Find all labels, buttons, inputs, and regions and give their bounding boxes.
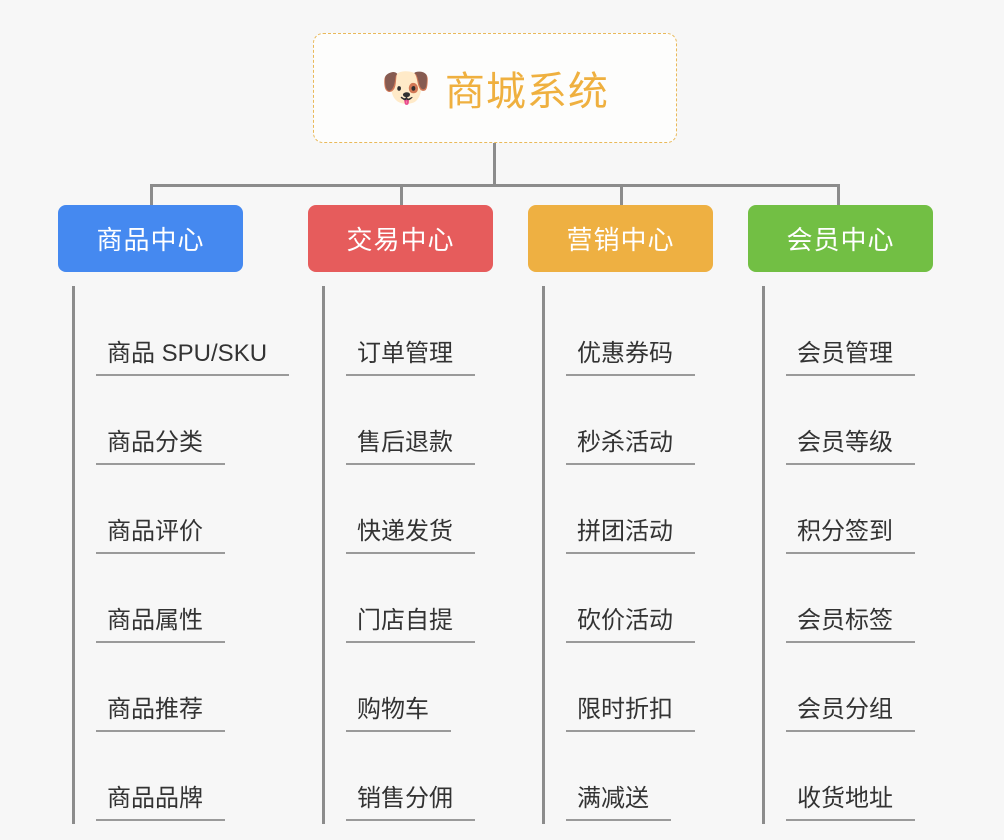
category-column-member-center: 会员中心 会员管理 会员等级 积分签到 会员标签 会员分组 收货地址 xyxy=(748,205,968,824)
root-node-title: 商城系统 xyxy=(444,70,609,114)
leaf-item-label: 会员标签 xyxy=(786,607,915,643)
connector-drop-trade-center xyxy=(400,184,403,207)
category-header-label: 商品中心 xyxy=(96,225,205,255)
leaf-item-label: 售后退款 xyxy=(346,429,475,465)
leaf-item[interactable]: 会员等级 xyxy=(765,379,968,468)
leaf-item-label: 积分签到 xyxy=(786,518,915,554)
leaf-item[interactable]: 商品推荐 xyxy=(75,646,308,735)
leaf-list-member-center: 会员管理 会员等级 积分签到 会员标签 会员分组 收货地址 xyxy=(762,286,968,824)
leaf-item-label: 收货地址 xyxy=(786,785,915,821)
leaf-item[interactable]: 会员管理 xyxy=(765,290,968,379)
leaf-item-label: 秒杀活动 xyxy=(566,429,695,465)
leaf-item-label: 商品评价 xyxy=(96,518,225,554)
leaf-item-label: 满减送 xyxy=(566,785,671,821)
leaf-item-label: 商品 SPU/SKU xyxy=(96,340,290,376)
leaf-item-label: 会员等级 xyxy=(786,429,915,465)
leaf-item-label: 商品属性 xyxy=(96,607,225,643)
leaf-item[interactable]: 积分签到 xyxy=(765,468,968,557)
leaf-list-marketing-center: 优惠券码 秒杀活动 拼团活动 砍价活动 限时折扣 满减送 xyxy=(542,286,748,824)
leaf-item-label: 商品推荐 xyxy=(96,696,225,732)
leaf-item[interactable]: 会员分组 xyxy=(765,646,968,735)
leaf-item-label: 限时折扣 xyxy=(566,696,695,732)
leaf-item[interactable]: 秒杀活动 xyxy=(545,379,748,468)
leaf-item[interactable]: 购物车 xyxy=(325,646,528,735)
leaf-item[interactable]: 门店自提 xyxy=(325,557,528,646)
shiba-dog-face-icon: 🐶 xyxy=(381,66,431,110)
leaf-item[interactable]: 限时折扣 xyxy=(545,646,748,735)
root-node-shop-system[interactable]: 🐶 商城系统 xyxy=(313,33,677,143)
leaf-item[interactable]: 销售分佣 xyxy=(325,735,528,824)
leaf-item-label: 商品品牌 xyxy=(96,785,225,821)
connector-drop-member-center xyxy=(837,184,840,207)
category-column-product-center: 商品中心 商品 SPU/SKU 商品分类 商品评价 商品属性 商品推荐 商品品牌 xyxy=(58,205,308,824)
category-header-marketing-center[interactable]: 营销中心 xyxy=(528,205,713,272)
leaf-item[interactable]: 收货地址 xyxy=(765,735,968,824)
leaf-item[interactable]: 快递发货 xyxy=(325,468,528,557)
leaf-item[interactable]: 商品品牌 xyxy=(75,735,308,824)
category-header-label: 会员中心 xyxy=(786,225,895,255)
leaf-item-label: 门店自提 xyxy=(346,607,475,643)
leaf-item-label: 拼团活动 xyxy=(566,518,695,554)
leaf-item-label: 商品分类 xyxy=(96,429,225,465)
leaf-item-label: 快递发货 xyxy=(346,518,475,554)
leaf-list-product-center: 商品 SPU/SKU 商品分类 商品评价 商品属性 商品推荐 商品品牌 xyxy=(72,286,308,824)
leaf-item[interactable]: 商品分类 xyxy=(75,379,308,468)
leaf-item[interactable]: 砍价活动 xyxy=(545,557,748,646)
leaf-item-label: 销售分佣 xyxy=(346,785,475,821)
leaf-list-trade-center: 订单管理 售后退款 快递发货 门店自提 购物车 销售分佣 xyxy=(322,286,528,824)
category-header-product-center[interactable]: 商品中心 xyxy=(58,205,243,272)
category-header-label: 营销中心 xyxy=(566,225,675,255)
leaf-item[interactable]: 拼团活动 xyxy=(545,468,748,557)
category-column-marketing-center: 营销中心 优惠券码 秒杀活动 拼团活动 砍价活动 限时折扣 满减送 xyxy=(528,205,748,824)
leaf-item[interactable]: 订单管理 xyxy=(325,290,528,379)
leaf-item-label: 砍价活动 xyxy=(566,607,695,643)
leaf-item[interactable]: 会员标签 xyxy=(765,557,968,646)
connector-drop-marketing-center xyxy=(620,184,623,207)
category-column-trade-center: 交易中心 订单管理 售后退款 快递发货 门店自提 购物车 销售分佣 xyxy=(308,205,528,824)
leaf-item[interactable]: 商品评价 xyxy=(75,468,308,557)
leaf-item[interactable]: 优惠券码 xyxy=(545,290,748,379)
leaf-item-label: 购物车 xyxy=(346,696,451,732)
connector-drop-product-center xyxy=(150,184,153,207)
connector-root-stem xyxy=(493,143,496,186)
leaf-item[interactable]: 售后退款 xyxy=(325,379,528,468)
leaf-item-label: 会员管理 xyxy=(786,340,915,376)
category-header-member-center[interactable]: 会员中心 xyxy=(748,205,933,272)
leaf-item[interactable]: 满减送 xyxy=(545,735,748,824)
leaf-item[interactable]: 商品 SPU/SKU xyxy=(75,290,308,379)
category-header-label: 交易中心 xyxy=(346,225,455,255)
leaf-item-label: 会员分组 xyxy=(786,696,915,732)
leaf-item[interactable]: 商品属性 xyxy=(75,557,308,646)
leaf-item-label: 优惠券码 xyxy=(566,340,695,376)
leaf-item-label: 订单管理 xyxy=(346,340,475,376)
category-header-trade-center[interactable]: 交易中心 xyxy=(308,205,493,272)
connector-horizontal-bus xyxy=(150,184,840,187)
